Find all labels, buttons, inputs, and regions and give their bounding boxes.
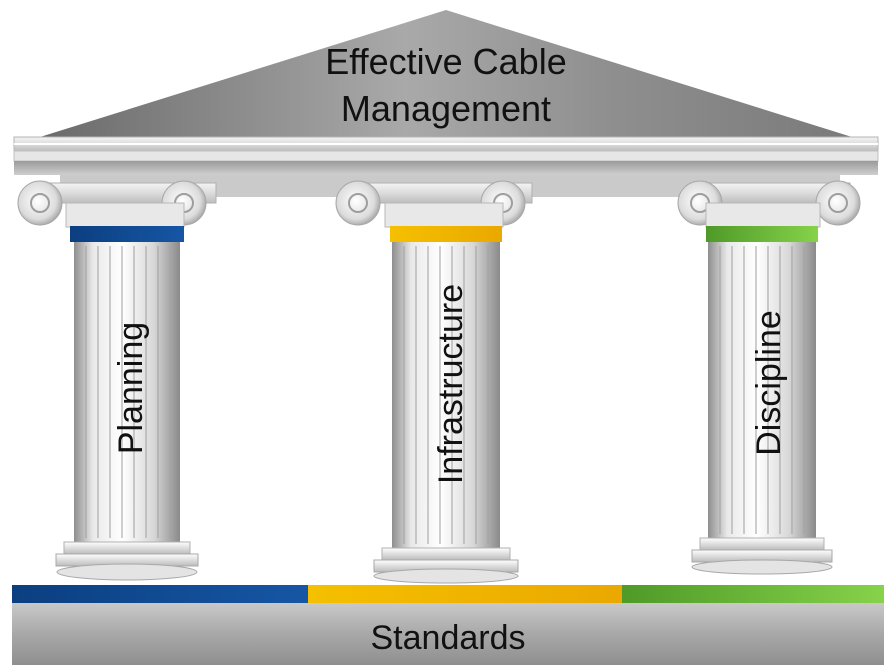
stripe-green (622, 585, 884, 603)
color-band (706, 226, 818, 242)
pillar-discipline: Discipline (677, 180, 861, 575)
pillar-base (691, 537, 833, 575)
standards-label: Standards (371, 619, 526, 657)
roof-title-line2: Management (341, 88, 551, 129)
capital (17, 180, 217, 228)
stripe-blue (12, 585, 308, 603)
shaft (708, 242, 816, 538)
color-band (390, 226, 502, 242)
shaft (392, 242, 500, 548)
roof-title-line1: Effective Cable (325, 41, 566, 82)
capital (677, 180, 861, 228)
pediment (40, 10, 852, 137)
pillar-infrastructure: Infrastructure (335, 180, 533, 584)
pillar-planning: Planning (17, 180, 217, 581)
volute-left (17, 180, 63, 226)
pillar-label-discipline: Discipline (750, 310, 788, 456)
entablature (13, 136, 879, 197)
pillar-label-planning: Planning (112, 322, 150, 454)
standards-bar (12, 603, 884, 665)
capital (335, 180, 533, 228)
volute-left (335, 180, 381, 226)
roof: Effective Cable Management (40, 10, 852, 137)
foundation: Standards (12, 585, 884, 665)
volute-right (815, 180, 861, 226)
pillar-base (373, 547, 519, 584)
color-band (70, 226, 184, 242)
pillar-base (55, 541, 199, 581)
stripe-yellow (308, 585, 622, 603)
pillar-label-infrastructure: Infrastructure (432, 284, 470, 484)
shaft (74, 242, 180, 542)
